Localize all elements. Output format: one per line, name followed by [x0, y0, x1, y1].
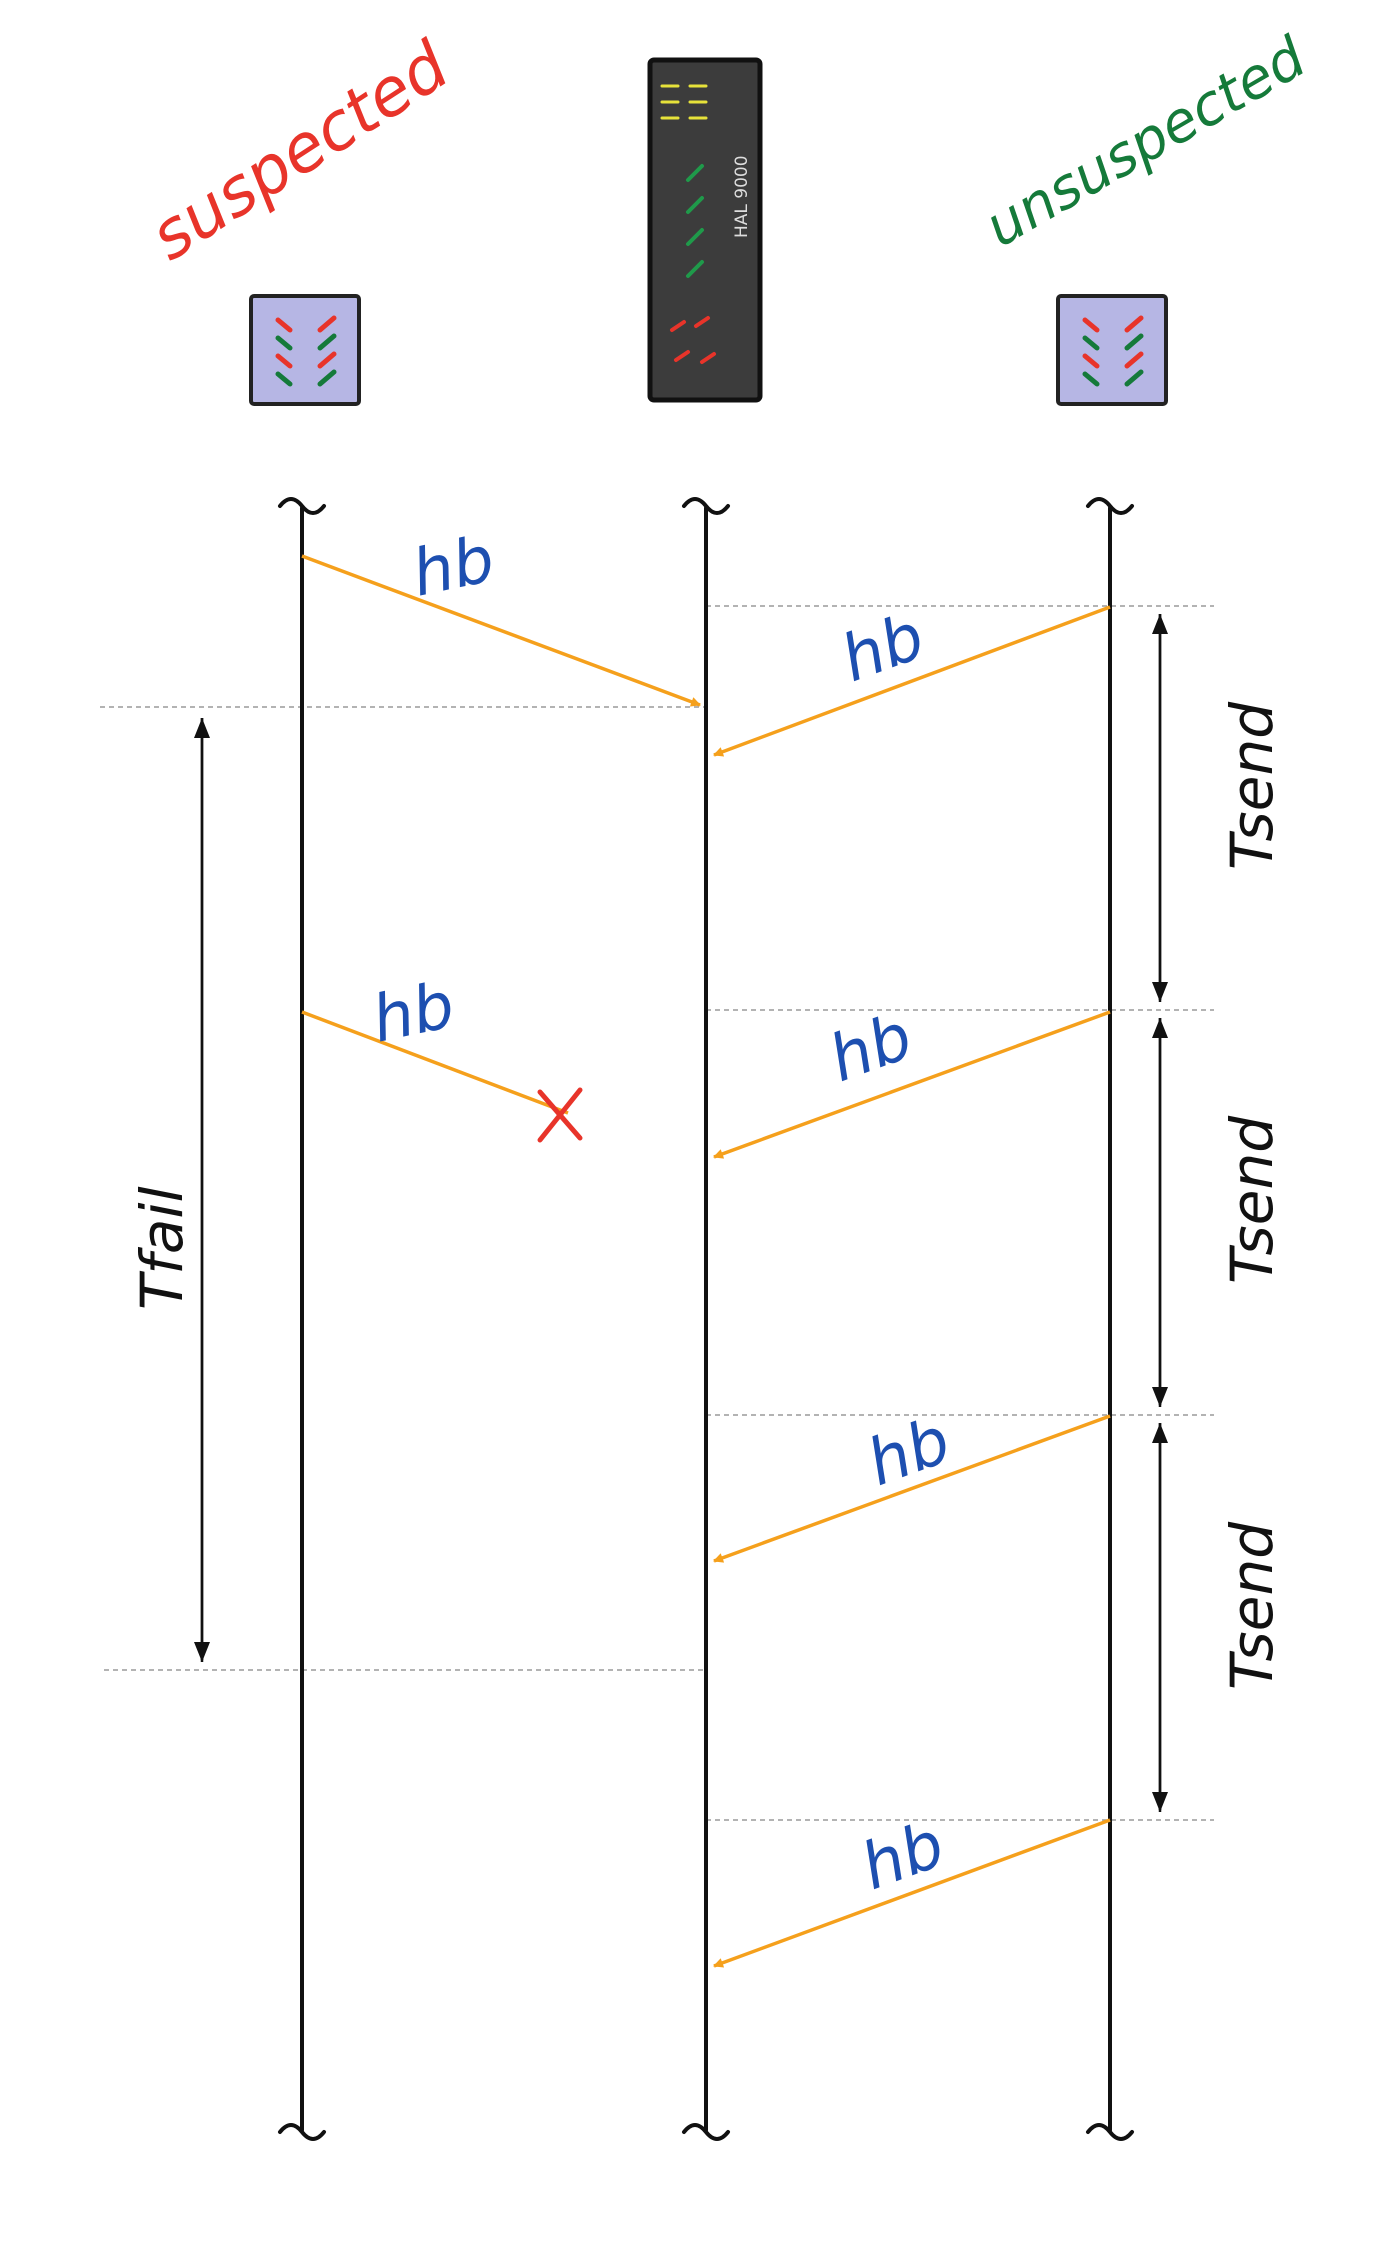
suspected-label: suspected — [137, 26, 463, 275]
message-arrow-5 — [713, 1818, 1111, 1968]
message-label-3: hb — [366, 968, 461, 1057]
message-label-1: hb — [406, 522, 501, 611]
message-arrow-lost — [301, 1010, 569, 1115]
fail-interval-label: Tfail — [128, 1186, 196, 1310]
message-arrow-2 — [713, 605, 1111, 757]
message-label-5: hb — [858, 1404, 960, 1501]
server-name: HAL 9000 — [732, 155, 752, 238]
unsuspected-node-icon — [1056, 294, 1168, 406]
lifelines — [278, 497, 1134, 2141]
message-arrow-4 — [713, 1414, 1111, 1563]
message-label-6: hb — [852, 1808, 954, 1905]
server-icon: HAL 9000 — [647, 57, 763, 403]
message-lost-marker — [537, 1087, 583, 1143]
message-arrow-3 — [713, 1010, 1111, 1159]
send-interval-label-1: Tsend — [1218, 701, 1286, 870]
messages — [301, 554, 1111, 1968]
message-label-4: hb — [820, 1000, 922, 1097]
message-arrow-1 — [301, 554, 701, 707]
unsuspected-label: unsuspected — [975, 25, 1318, 260]
send-interval-label-2: Tsend — [1218, 1115, 1286, 1284]
suspected-node-icon — [249, 294, 361, 406]
message-label-2: hb — [832, 600, 934, 697]
reference-lines — [100, 605, 1214, 1821]
send-interval-label-3: Tsend — [1218, 1521, 1286, 1690]
